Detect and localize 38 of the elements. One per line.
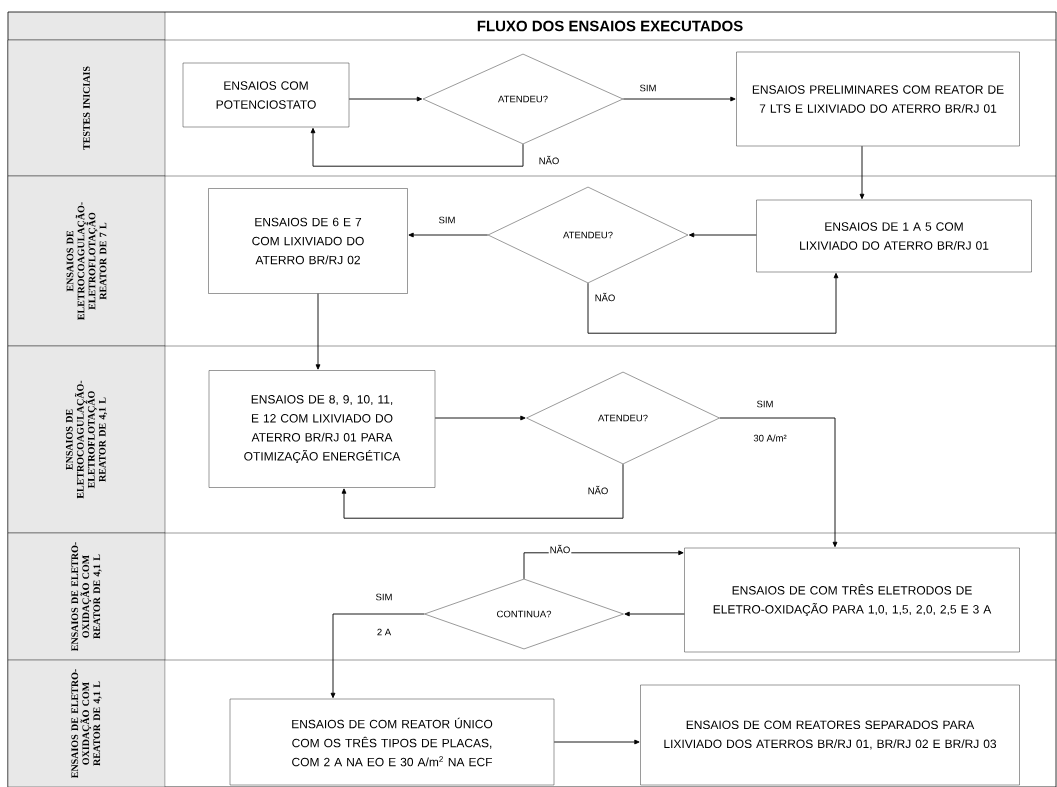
arrow bbox=[310, 127, 524, 167]
arrow bbox=[859, 145, 865, 200]
annotation-label: 30 A/m² bbox=[752, 433, 788, 443]
arrow bbox=[719, 417, 838, 548]
edge-label: NÃO bbox=[548, 543, 572, 555]
arrow bbox=[553, 739, 640, 745]
lane-header: ENSAIOS DE ELETROCOAGULAÇÃO-ELETROFLOTAÇÃO REATOR DE 4,1 L bbox=[7, 345, 166, 534]
arrow bbox=[434, 415, 526, 421]
annotation-label: 2 A bbox=[375, 627, 393, 637]
process-box: ENSAIOS DE 1 A 5 COM LIXIVIADO DO ATERRO BR/RJ 01 bbox=[756, 199, 1032, 273]
arrow bbox=[315, 293, 321, 370]
edge-label: NÃO bbox=[537, 154, 561, 166]
arrow bbox=[622, 96, 736, 102]
arrow bbox=[688, 232, 757, 238]
arrow bbox=[408, 232, 489, 238]
process-box: ENSAIOS PRELIMINARES COM REATOR DE 7 LTS E LIXIVIADO DO ATERRO BR/RJ 01 bbox=[736, 51, 1020, 147]
edge-label: NÃO bbox=[586, 484, 610, 496]
edge-label: NÃO bbox=[593, 291, 617, 303]
edge-label: SIM bbox=[638, 83, 658, 93]
arrow bbox=[330, 613, 425, 699]
process-box: ENSAIOS DE COM TRÊS ELETRODOS DE ELETRO-OXIDAÇÃO PARA 1,0, 1,5, 2,0, 2,5 E 3 A bbox=[684, 547, 1020, 653]
edge-label: SIM bbox=[374, 592, 394, 602]
arrow bbox=[341, 463, 624, 519]
process-box: ENSAIOS COM POTENCIOSTATO bbox=[182, 62, 350, 128]
edge-label: SIM bbox=[755, 399, 775, 409]
lane-header: ENSAIOS DE ELETROCOAGULAÇÃO-ELETROFLOTAÇÃO REATOR DE 7 L bbox=[7, 175, 166, 347]
lane-header: ENSAIOS DE ELETRO-OXIDAÇÃO COM REATOR DE 4,1 L bbox=[7, 659, 166, 787]
process-box: ENSAIOS DE COM REATORES SEPARADOS PARA LIXIVIADO DOS ATERROS BR/RJ 01, BR/RJ 02 E BR/RJ 03 bbox=[640, 684, 1020, 786]
process-box: ENSAIOS DE 6 E 7 COM LIXIVIADO DO ATERRO BR/RJ 02 bbox=[208, 188, 408, 294]
arrow bbox=[624, 611, 685, 617]
arrow bbox=[523, 550, 684, 580]
table-title: FLUXO DOS ENSAIOS EXECUTADOS bbox=[477, 20, 743, 32]
process-box: ENSAIOS DE 8, 9, 10, 11, E 12 COM LIXIVIADO DO ATERRO BR/RJ 01 PARA OTIMIZAÇÃO ENERGÉTICA bbox=[208, 370, 436, 488]
process-box: ENSAIOS DE COM REATOR ÚNICO COM OS TRÊS TIPOS DE PLACAS, COM 2 A NA EO E 30 A/m$^{2}$ NA ECF bbox=[229, 698, 555, 786]
lane-header: ENSAIOS DE ELETRO-OXIDAÇÃO COM REATOR DE 4,1 L bbox=[7, 532, 166, 661]
arrow bbox=[348, 96, 423, 102]
arrow bbox=[587, 272, 839, 334]
edge-label: SIM bbox=[437, 215, 457, 225]
